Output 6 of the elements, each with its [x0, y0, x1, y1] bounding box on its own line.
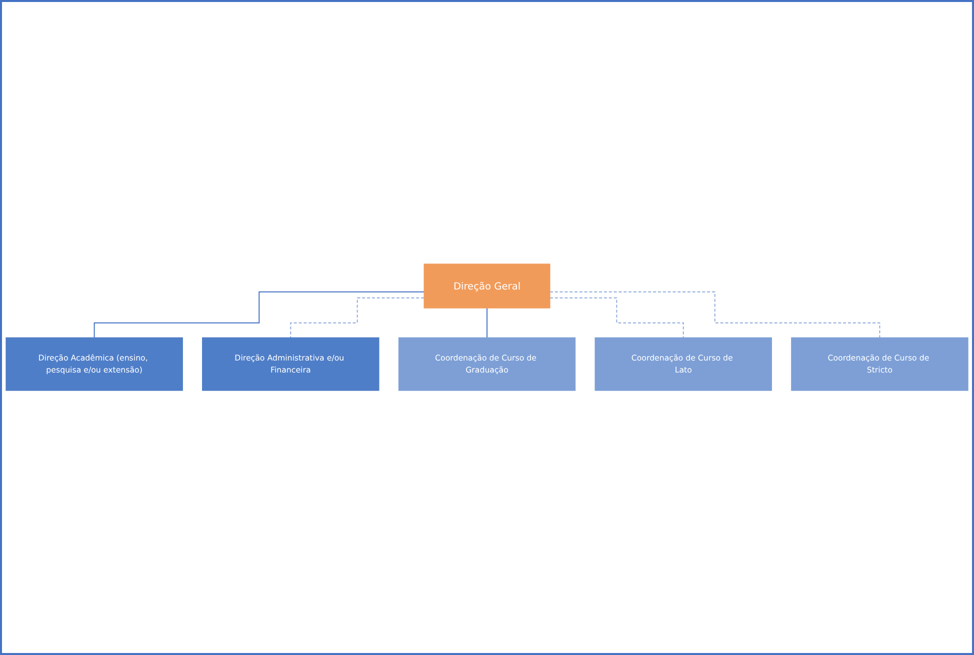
- connector: [486, 308, 488, 338]
- connector: [290, 298, 424, 338]
- node-box: Direção Geral: [424, 264, 550, 309]
- connector: [550, 292, 880, 338]
- connector: [550, 298, 684, 338]
- connector: [94, 292, 424, 338]
